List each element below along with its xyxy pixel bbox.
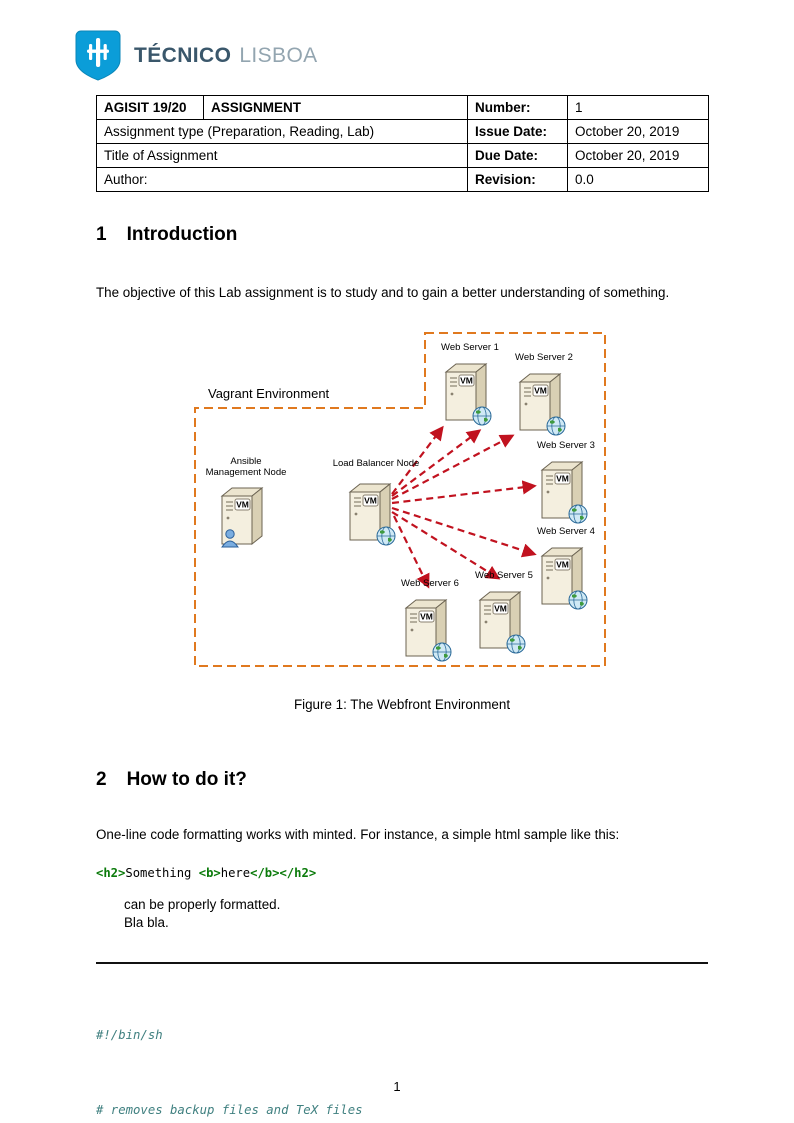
figure-caption: Figure 1: The Webfront Environment bbox=[293, 697, 511, 712]
brand-wordmark: TÉCNICO LISBOA bbox=[134, 44, 318, 68]
node-label: Web Server 1 bbox=[441, 342, 499, 353]
brand-lisboa: LISBOA bbox=[239, 43, 318, 67]
revision-label-cell: Revision: bbox=[467, 167, 568, 192]
inline-code-sample: <h2>Something <b>here</b></h2> bbox=[96, 866, 316, 880]
arrow-to-ws6 bbox=[393, 515, 430, 589]
node-label: Web Server 3 bbox=[537, 440, 595, 451]
node-web-server-1: Web Server 1 bbox=[441, 342, 499, 426]
arrow-to-ws3 bbox=[391, 480, 537, 505]
globe-icon bbox=[506, 634, 526, 654]
arrow-to-ws1b bbox=[391, 429, 482, 497]
section-1-paragraph: The objective of this Lab assignment is … bbox=[96, 285, 670, 301]
node-load-balancer: Load Balancer Node bbox=[333, 458, 420, 546]
vagrant-environment-label: Vagrant Environment bbox=[208, 386, 330, 401]
arrow-to-ws5 bbox=[391, 511, 501, 580]
table-row: Author: Revision: 0.0 bbox=[96, 167, 709, 192]
section-1-heading: 1 Introduction bbox=[96, 224, 237, 246]
node-label: Web Server 4 bbox=[537, 526, 595, 537]
title-cell: Title of Assignment bbox=[96, 143, 468, 168]
globe-icon bbox=[432, 642, 452, 662]
course-code-cell: AGISIT 19/20 bbox=[96, 95, 204, 120]
table-row: AGISIT 19/20 ASSIGNMENT Number: 1 bbox=[96, 95, 709, 120]
due-date-value-cell: October 20, 2019 bbox=[567, 143, 709, 168]
node-ansible-management: Ansible Management Node bbox=[206, 456, 287, 548]
load-balancer-arrows bbox=[391, 425, 537, 589]
node-label: Ansible bbox=[230, 456, 261, 467]
section-2-number: 2 bbox=[96, 769, 107, 790]
number-value-cell: 1 bbox=[567, 95, 709, 120]
code-token-text: here bbox=[220, 866, 251, 880]
after-code-line-2: Bla bla. bbox=[124, 915, 169, 930]
code-token-tag: <b> bbox=[198, 866, 221, 880]
arrow-to-ws4 bbox=[391, 506, 537, 558]
node-label: Management Node bbox=[206, 467, 287, 478]
after-code-text: can be properly formatted. Bla bla. bbox=[124, 896, 280, 932]
node-label: Web Server 6 bbox=[401, 578, 459, 589]
after-code-line-1: can be properly formatted. bbox=[124, 897, 281, 912]
revision-value-cell: 0.0 bbox=[567, 167, 709, 192]
due-date-label-cell: Due Date: bbox=[467, 143, 568, 168]
globe-icon bbox=[376, 526, 396, 546]
node-web-server-4: Web Server 4 bbox=[537, 526, 595, 610]
arrow-to-ws1 bbox=[391, 425, 444, 495]
node-web-server-3: Web Server 3 bbox=[537, 440, 595, 524]
node-label: Load Balancer Node bbox=[333, 458, 420, 469]
code-token-text: Something bbox=[125, 866, 199, 880]
section-1-number: 1 bbox=[96, 224, 107, 245]
doc-type-cell: ASSIGNMENT bbox=[203, 95, 468, 120]
code-token-tag: </h2> bbox=[279, 866, 317, 880]
ist-shield-icon bbox=[75, 30, 121, 81]
webfront-environment-diagram: VM Vagrant Environment bbox=[194, 332, 606, 667]
node-label: Web Server 5 bbox=[475, 570, 533, 581]
shell-code-block: #!/bin/sh # removes backup files and TeX… bbox=[96, 962, 708, 1123]
globe-icon bbox=[472, 406, 492, 426]
section-1-title: Introduction bbox=[126, 224, 238, 245]
issue-date-value-cell: October 20, 2019 bbox=[567, 119, 709, 144]
code-token-tag: </b> bbox=[250, 866, 280, 880]
globe-icon bbox=[568, 590, 588, 610]
assignment-type-cell: Assignment type (Preparation, Reading, L… bbox=[96, 119, 468, 144]
author-cell: Author: bbox=[96, 167, 468, 192]
node-label: Web Server 2 bbox=[515, 352, 573, 363]
section-2-title: How to do it? bbox=[126, 769, 247, 790]
shebang-line: #!/bin/sh bbox=[96, 1028, 163, 1042]
number-label-cell: Number: bbox=[467, 95, 568, 120]
globe-icon bbox=[546, 416, 566, 436]
table-row: Title of Assignment Due Date: October 20… bbox=[96, 143, 709, 168]
table-row: Assignment type (Preparation, Reading, L… bbox=[96, 119, 709, 144]
node-web-server-2: Web Server 2 bbox=[515, 352, 573, 436]
institution-logo: TÉCNICO LISBOA bbox=[75, 30, 318, 81]
page-number: 1 bbox=[393, 1079, 401, 1094]
code-token-tag: <h2> bbox=[96, 866, 126, 880]
issue-date-label-cell: Issue Date: bbox=[467, 119, 568, 144]
globe-icon bbox=[568, 504, 588, 524]
brand-tecnico: TÉCNICO bbox=[134, 43, 232, 67]
section-2-heading: 2 How to do it? bbox=[96, 769, 247, 791]
node-web-server-6: Web Server 6 bbox=[401, 578, 459, 662]
section-2-paragraph: One-line code formatting works with mint… bbox=[96, 827, 620, 843]
assignment-info-table: AGISIT 19/20 ASSIGNMENT Number: 1 Assign… bbox=[96, 95, 709, 192]
comment-line: # removes backup files and TeX files bbox=[96, 1103, 363, 1117]
node-web-server-5: Web Server 5 bbox=[475, 570, 533, 654]
